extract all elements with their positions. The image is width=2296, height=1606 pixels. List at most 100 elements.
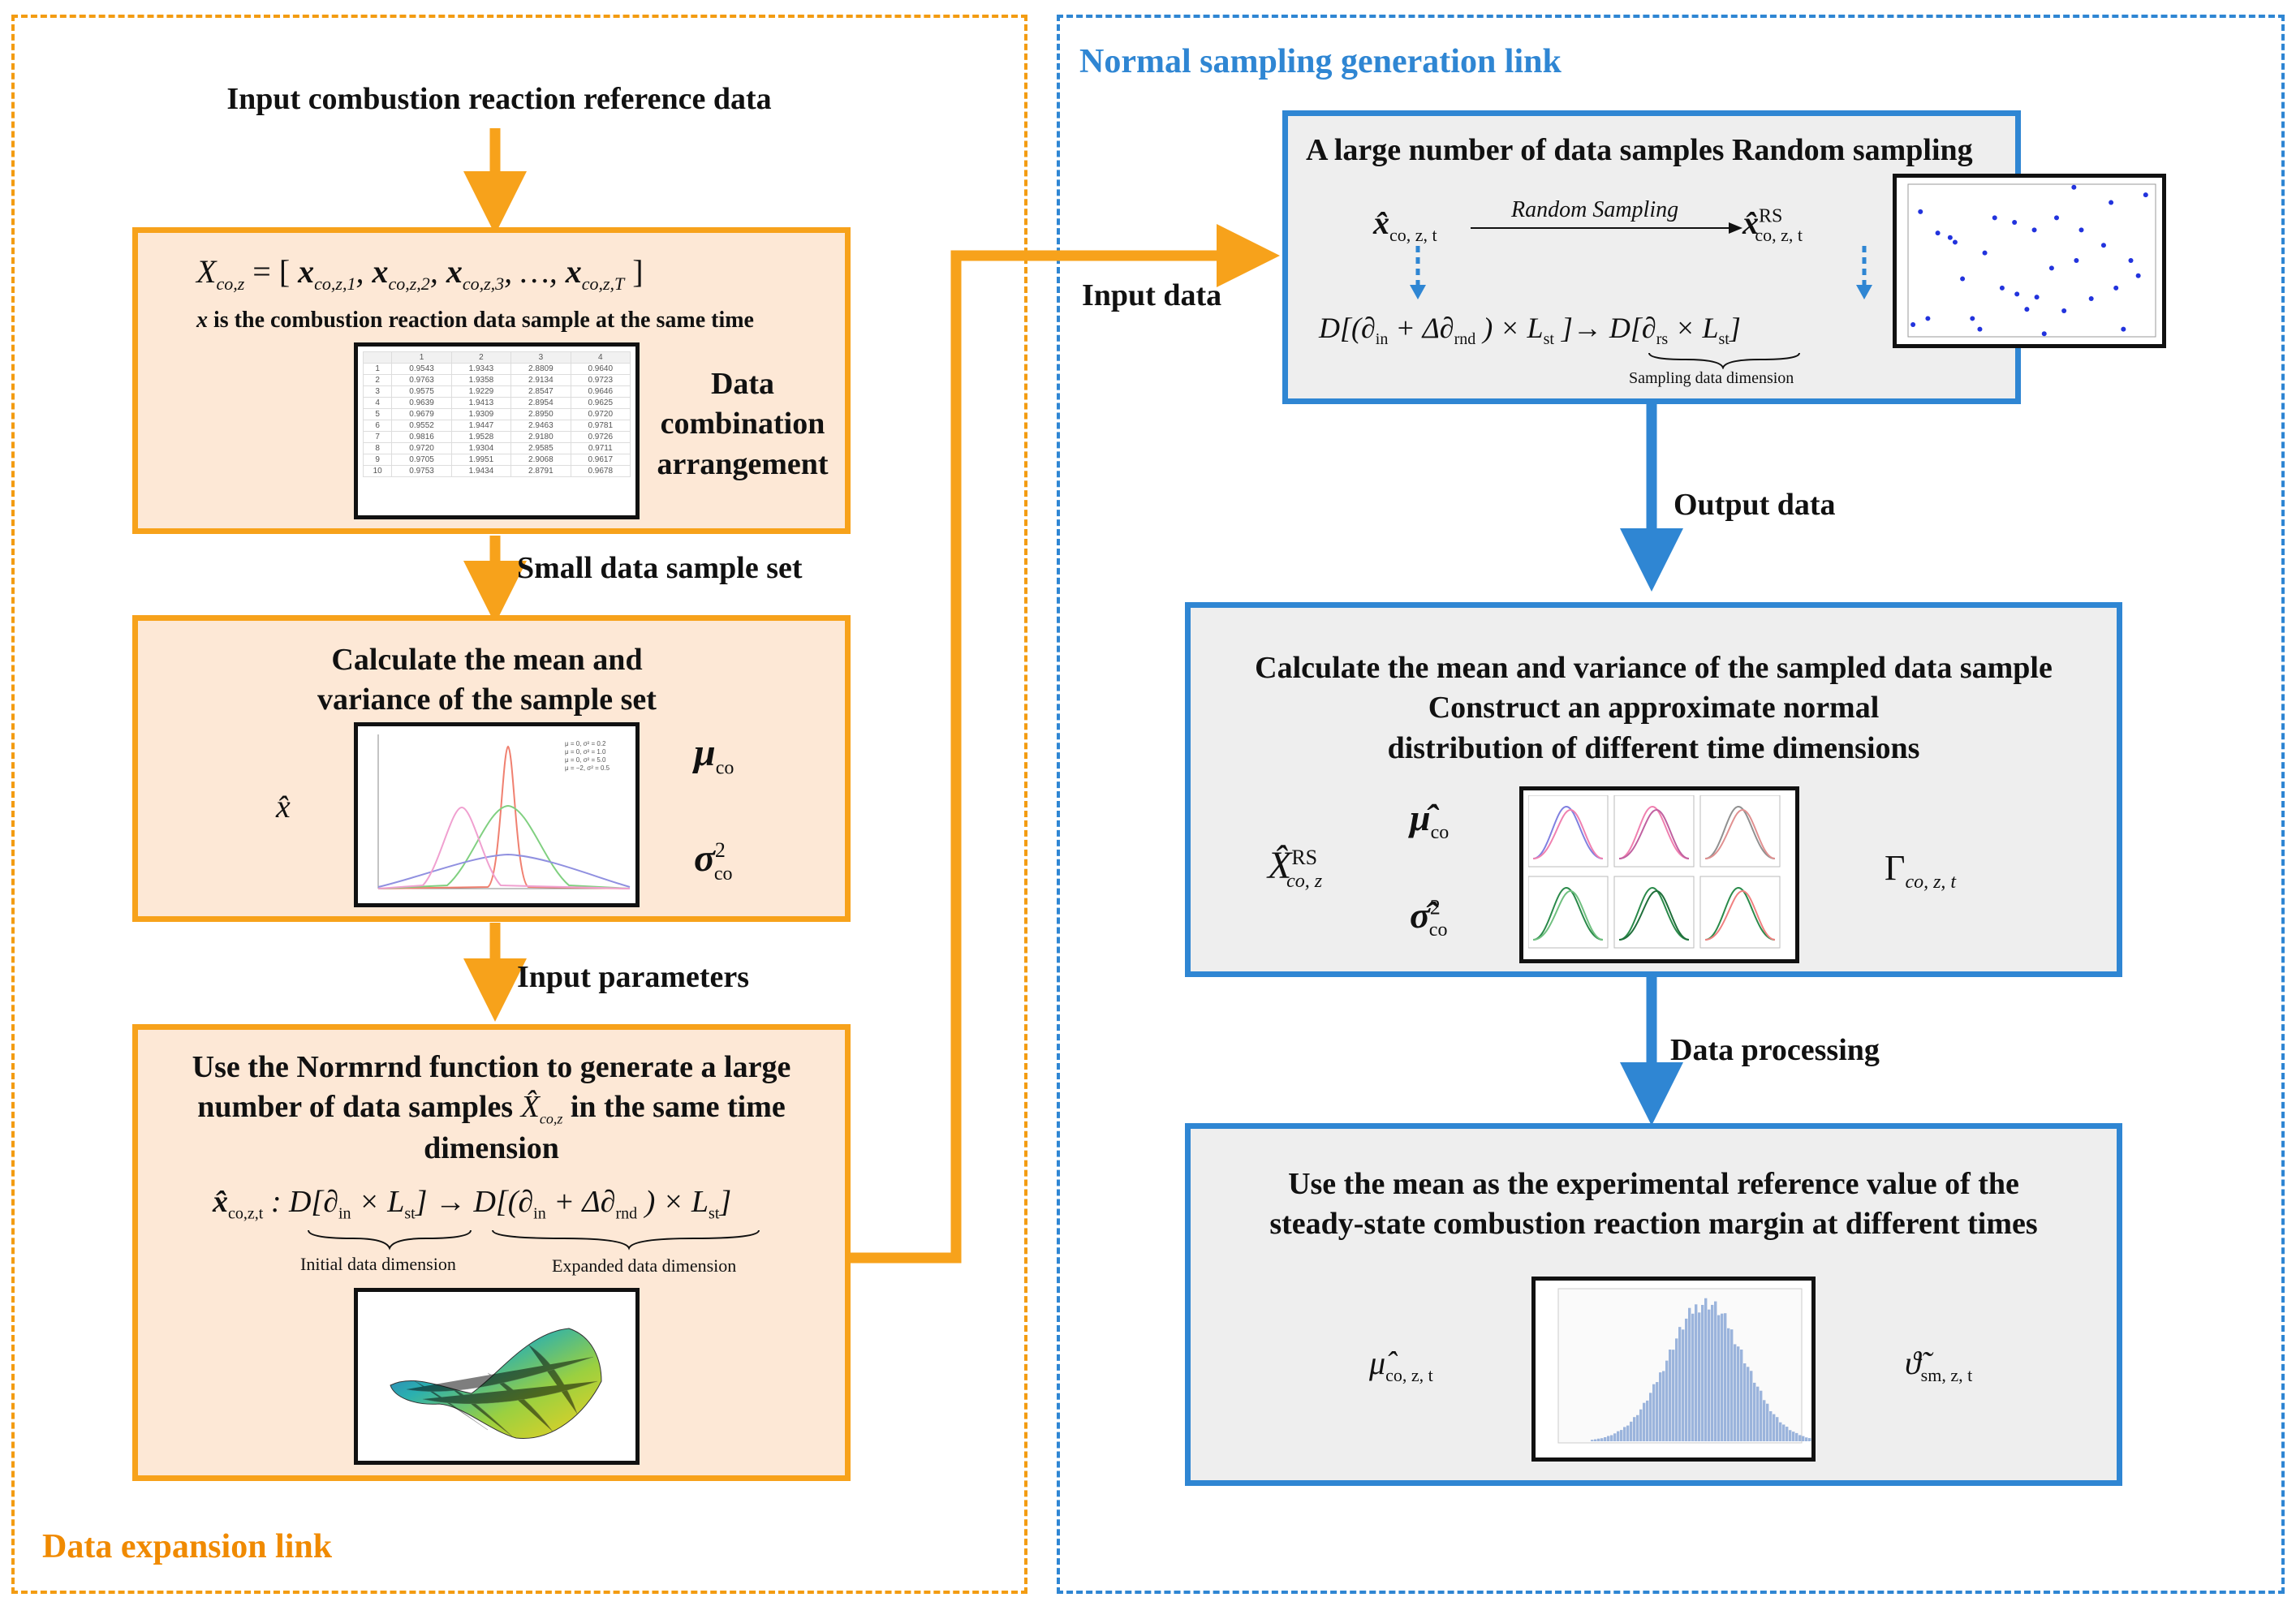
table-cell: 0.9720 [391,442,452,454]
table-cell: 2 [362,374,393,386]
scatter-point [2109,200,2114,205]
histogram-bar [1639,1409,1643,1441]
table-cell: 1 [362,363,393,375]
scatter-point [2100,243,2106,248]
normal-fit-panel [1613,876,1695,949]
histogram-bar [1786,1427,1789,1441]
x-rs-symbol: X̂RSco, z [1268,844,1323,892]
scatter-point [1999,285,2005,291]
scatter-point [2113,285,2119,291]
histogram-bar [1620,1430,1623,1441]
histogram-bar [1698,1312,1701,1441]
table-cell: 0.9552 [391,420,452,432]
sigma-hat-symbol: σ̂2co [1410,894,1448,941]
scatter-point [1910,321,1916,327]
data-combination-box: Xco,z = [ xco,z,1, xco,z,2, xco,z,3, …, … [132,227,851,534]
table-cell: 2.9180 [510,431,571,443]
histogram-bar [1776,1417,1779,1441]
table-cell: 1.9229 [450,385,512,398]
scatter-point [1992,215,1997,221]
data-processing-label: Data processing [1670,1033,1880,1067]
table-cell: 9 [362,454,393,466]
scatter-point [1970,316,1975,321]
table-cell: 7 [362,431,393,443]
random-sampling-title: A large number of data samples Random sa… [1306,133,1973,167]
scatter-point [1925,316,1931,321]
scatter-point [1977,326,1983,332]
input-parameters-label: Input parameters [517,960,750,994]
histogram-bar [1760,1390,1763,1441]
histogram-bar [1669,1349,1672,1441]
mu-hat-symbol: μ̂co [1410,797,1450,844]
histogram-bar [1740,1349,1743,1441]
scatter-point [2012,220,2018,225]
histogram-bar [1795,1432,1798,1441]
expansion-formula: x̂co,z,t : D[∂in × Lst] → D[(∂in + Δ∂rnd… [213,1185,732,1223]
table-cell: 0.9679 [391,408,452,420]
scatter-point [2054,215,2059,221]
arrow-left-to-right-connector [848,224,1280,1264]
table-cell: 8 [362,442,393,454]
pdf-curve-red [377,745,631,889]
random-sampling-box: A large number of data samples Random sa… [1282,110,2166,404]
table-cell: 0.9705 [391,454,452,466]
random-scatter-image [1893,174,2166,348]
table-cell: 0.9639 [391,397,452,409]
mean-variance-title: Calculate the mean and variance of the s… [317,643,657,717]
scatter-point [1982,250,1988,256]
histogram-bar [1691,1313,1695,1441]
table-cell: 2.9134 [510,374,571,386]
histogram-bar [1646,1400,1649,1441]
histogram-bar [1633,1417,1636,1441]
scatter-point [2078,227,2084,233]
histogram-bar [1695,1304,1698,1441]
sampling-dimension-formula: D[(∂in + Δ∂rnd ) × Lst ]→ D[∂rs × Lst] [1319,312,1741,349]
histogram-bar [1769,1410,1773,1441]
pdf-legend-4: μ = −2, σ² = 0.5 [565,764,610,772]
sigma-co-squared-symbol: σ2co [694,837,733,885]
histogram-bar [1623,1427,1626,1441]
histogram-bar [1753,1382,1756,1441]
histogram-bar [1763,1400,1766,1441]
table-header-cell: 3 [510,351,571,364]
histogram-bar [1682,1329,1685,1441]
random-sampling-arrow [1471,222,1742,234]
histogram-bar [1617,1431,1620,1441]
sample-vector-formula: Xco,z = [ xco,z,1, xco,z,2, xco,z,3, …, … [196,253,644,294]
saddle-surface [390,1328,602,1439]
table-header-cell: 4 [570,351,631,364]
data-expansion-region [11,15,1027,1594]
reference-value-box: Use the mean as the experimental referen… [1185,1123,2122,1486]
table-cell: 0.9625 [570,397,631,409]
histogram-bar [1802,1436,1805,1441]
mu-hat-czt-symbol: μ̂co, z, t [1369,1345,1433,1385]
normal-sampling-region [1057,15,2285,1594]
normal-fit-panel [1527,876,1609,949]
histogram-image [1531,1277,1816,1462]
histogram-bar [1600,1438,1604,1441]
histogram-bar [1737,1346,1740,1441]
histogram-bar [1675,1338,1678,1441]
table-cell: 1.9358 [450,374,512,386]
scatter-point [2135,273,2141,278]
histogram-bar [1636,1414,1639,1441]
scatter-point [2088,296,2094,301]
normal-sampling-title: Normal sampling generation link [1079,43,1562,80]
histogram-bar [1724,1313,1727,1441]
table-cell: 0.9720 [570,408,631,420]
histogram-bar [1747,1367,1750,1441]
histogram-bar [1659,1372,1662,1441]
histogram-bar [1730,1329,1734,1441]
surface-plot-image [354,1288,640,1465]
table-cell: 2.8954 [510,397,571,409]
